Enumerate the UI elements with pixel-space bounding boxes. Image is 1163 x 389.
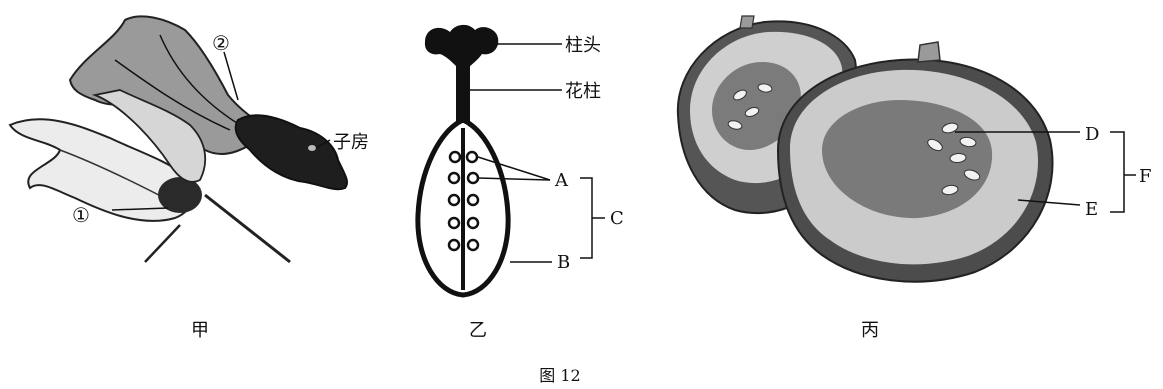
back-pumpkin-stem: [740, 16, 754, 28]
marker-1: ①: [72, 203, 90, 227]
figure-caption: 图 12: [539, 366, 580, 385]
bracket-f: [1110, 132, 1136, 212]
label-ovary: 子房: [333, 132, 369, 153]
marker-2: ②: [212, 31, 230, 55]
label-c: C: [610, 208, 624, 229]
caption-bing: 丙: [861, 320, 879, 341]
label-f: F: [1139, 166, 1152, 187]
label-e: E: [1085, 199, 1098, 220]
panel-jia: 子房 ① ② 甲: [10, 16, 369, 341]
label-b: B: [557, 252, 570, 273]
label-stigma: 柱头: [565, 35, 601, 56]
panel-bing: D E F 丙: [678, 16, 1152, 341]
label-style: 花柱: [565, 81, 601, 102]
ovary-highlight: [308, 145, 316, 151]
bracket-c: [580, 178, 605, 258]
flower-stem: [205, 195, 290, 262]
flower-pedicel: [145, 225, 180, 262]
flower-drawing: [10, 16, 347, 262]
pumpkin-drawing: [678, 16, 1053, 282]
ovary-body: [236, 115, 347, 189]
stigma-shape: [425, 25, 498, 68]
panel-yi: 柱头 花柱 A B C 乙: [418, 25, 624, 341]
caption-jia: 甲: [191, 320, 209, 341]
pumpkin-stem: [918, 42, 940, 62]
label-d: D: [1085, 124, 1099, 145]
caption-yi: 乙: [469, 320, 487, 341]
pistil-diagram: [418, 25, 508, 295]
label-a: A: [554, 170, 569, 191]
style-shape: [456, 66, 470, 122]
